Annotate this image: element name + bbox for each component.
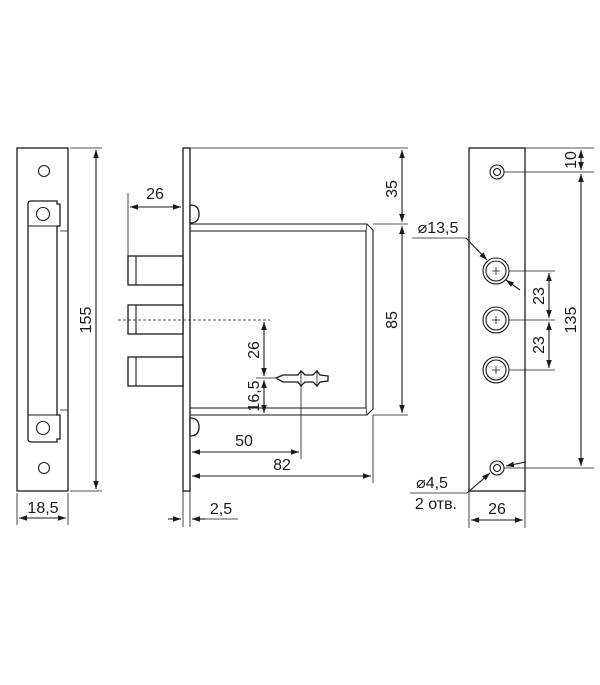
bolt-2	[127, 304, 184, 335]
dim-label-bolt-to-key: 26	[246, 341, 263, 359]
bolt-3	[127, 356, 184, 387]
latch-window	[27, 200, 61, 443]
dim-label-strike-width: 26	[488, 501, 506, 518]
leader-hole-small	[466, 472, 491, 494]
label-hole-small-diameter: ⌀4,5	[416, 475, 448, 492]
plate-screw-top	[189, 204, 200, 224]
dim-label-strike-top: 10	[563, 151, 580, 169]
leader-hole-large	[465, 237, 488, 261]
keyhole-icon	[274, 370, 329, 387]
lock-body-view: 26 35 85 26 16,5 50 82 2,5	[118, 147, 408, 527]
front-plate-edge	[182, 147, 191, 492]
dim-label-bolt-projection: 26	[146, 186, 164, 203]
dim-label-case-depth: 82	[273, 457, 291, 474]
dim-label-strike-span: 135	[563, 307, 580, 334]
dim-label-top-offset: 35	[384, 180, 401, 198]
faceplate-bottom-hole	[37, 461, 51, 475]
dim-label-hole-spacing-2: 23	[531, 336, 548, 354]
dim-label-backset: 50	[235, 433, 253, 450]
latch-top-screw	[35, 206, 51, 222]
case-outline	[190, 223, 374, 416]
dim-label-front-height: 155	[78, 307, 95, 334]
faceplate-top-hole	[37, 164, 51, 178]
label-hole-large-diameter: ⌀13,5	[418, 220, 459, 237]
label-hole-small-count: 2 отв.	[415, 496, 457, 513]
dim-label-plate-thickness: 2,5	[210, 501, 232, 518]
latch-bottom-screw	[35, 420, 51, 436]
dim-label-front-width: 18,5	[27, 500, 58, 517]
strike-plate-outline	[468, 147, 526, 492]
faceplate-view: 155 18,5	[16, 147, 102, 525]
strike-plate-view: ⌀13,5 23 23 135 10 ⌀4,5 2 отв. 26	[410, 147, 594, 528]
dim-label-case-height: 85	[384, 311, 401, 329]
plate-screw-bottom	[189, 417, 200, 437]
dim-label-hole-spacing-1: 23	[531, 287, 548, 305]
dim-label-key-to-bottom: 16,5	[246, 380, 263, 411]
